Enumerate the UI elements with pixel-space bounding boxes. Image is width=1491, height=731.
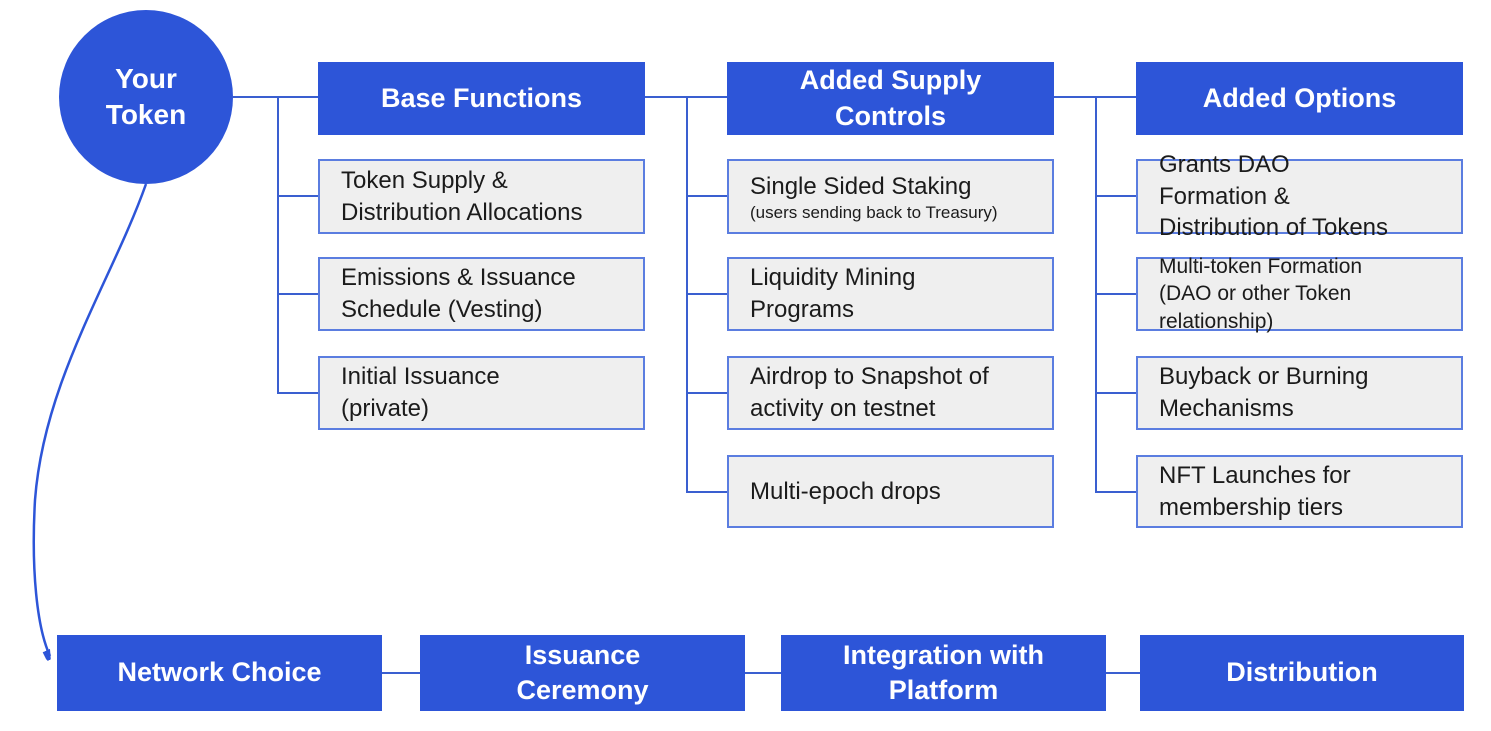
- root-node-label: Your Token: [105, 63, 187, 130]
- item-airdrop-to-snapshot: Airdrop to Snapshot of activity on testn…: [727, 356, 1054, 430]
- item-label: NFT Launches for membership tiers: [1159, 461, 1351, 521]
- item-label: Emissions & Issuance Schedule (Vesting): [341, 264, 576, 323]
- connector-col1-spine: [277, 96, 279, 394]
- item-buyback-burning-mechanisms: Buyback or Burning Mechanisms: [1136, 356, 1463, 430]
- step-distribution: Distribution: [1140, 635, 1464, 711]
- header-label: Added Options: [1202, 82, 1397, 113]
- connector-col1-stub-2: [277, 293, 318, 295]
- step-label: Distribution: [1226, 657, 1378, 688]
- connector-col2-stub-3: [686, 392, 727, 394]
- step-label: Network Choice: [117, 657, 322, 688]
- connector-col2-stub-1: [686, 195, 727, 197]
- item-label: Grants DAO Formation & Distribution of T…: [1159, 151, 1389, 242]
- item-grants-dao-formation: Grants DAO Formation & Distribution of T…: [1136, 151, 1463, 241]
- step-issuance-ceremony: Issuance Ceremony: [420, 635, 745, 711]
- header-added-options: Added Options: [1136, 62, 1463, 135]
- item-multi-epoch-drops: Multi-epoch drops: [727, 455, 1054, 528]
- item-initial-issuance: Initial Issuance (private): [318, 356, 645, 430]
- connector-issuance-to-integration: [745, 672, 781, 674]
- item-label: Initial Issuance (private): [341, 363, 500, 422]
- root-node-your-token: Your Token: [59, 10, 233, 184]
- header-label: Base Functions: [380, 82, 583, 113]
- connector-col3-stub-1: [1095, 195, 1136, 197]
- step-network-choice: Network Choice: [57, 635, 382, 711]
- item-label: Multi-epoch drops: [750, 477, 941, 505]
- header-label: Added Supply Controls: [799, 65, 982, 131]
- connector-col3-stub-3: [1095, 392, 1136, 394]
- item-label: Buyback or Burning Mechanisms: [1159, 363, 1369, 422]
- item-label: Token Supply & Distribution Allocations: [341, 166, 583, 226]
- item-multi-token-formation: Multi-token Formation (DAO or other Toke…: [1136, 255, 1463, 333]
- connector-root-to-col1: [233, 96, 318, 98]
- step-label: Issuance Ceremony: [516, 639, 649, 705]
- connector-col3-stub-4: [1095, 491, 1136, 493]
- item-label: Airdrop to Snapshot of activity on testn…: [750, 363, 989, 422]
- header-added-supply-controls: Added Supply Controls: [727, 62, 1054, 135]
- connector-col1-stub-1: [277, 195, 318, 197]
- item-token-supply-distribution: Token Supply & Distribution Allocations: [318, 159, 645, 234]
- connector-integration-to-distribution: [1106, 672, 1140, 674]
- item-text-group: Single Sided Staking (users sending back…: [750, 171, 998, 222]
- connector-network-to-issuance: [382, 672, 420, 674]
- item-label: Multi-token Formation (DAO or other Toke…: [1159, 255, 1363, 333]
- item-emissions-issuance-schedule: Emissions & Issuance Schedule (Vesting): [318, 257, 645, 331]
- item-label: Single Sided Staking: [750, 172, 972, 200]
- item-note: (users sending back to Treasury): [750, 202, 998, 222]
- connector-col2-stub-4: [686, 491, 727, 493]
- item-single-sided-staking: Single Sided Staking (users sending back…: [727, 159, 1054, 234]
- header-base-functions: Base Functions: [318, 62, 645, 135]
- item-label: Liquidity Mining Programs: [750, 264, 916, 323]
- connector-col2-stub-2: [686, 293, 727, 295]
- step-label: Integration with Platform: [843, 639, 1044, 705]
- connector-col3-stub-2: [1095, 293, 1136, 295]
- step-integration-with-platform: Integration with Platform: [781, 635, 1106, 711]
- item-liquidity-mining-programs: Liquidity Mining Programs: [727, 257, 1054, 331]
- item-nft-launches: NFT Launches for membership tiers: [1136, 455, 1463, 528]
- connector-col1-stub-3: [277, 392, 318, 394]
